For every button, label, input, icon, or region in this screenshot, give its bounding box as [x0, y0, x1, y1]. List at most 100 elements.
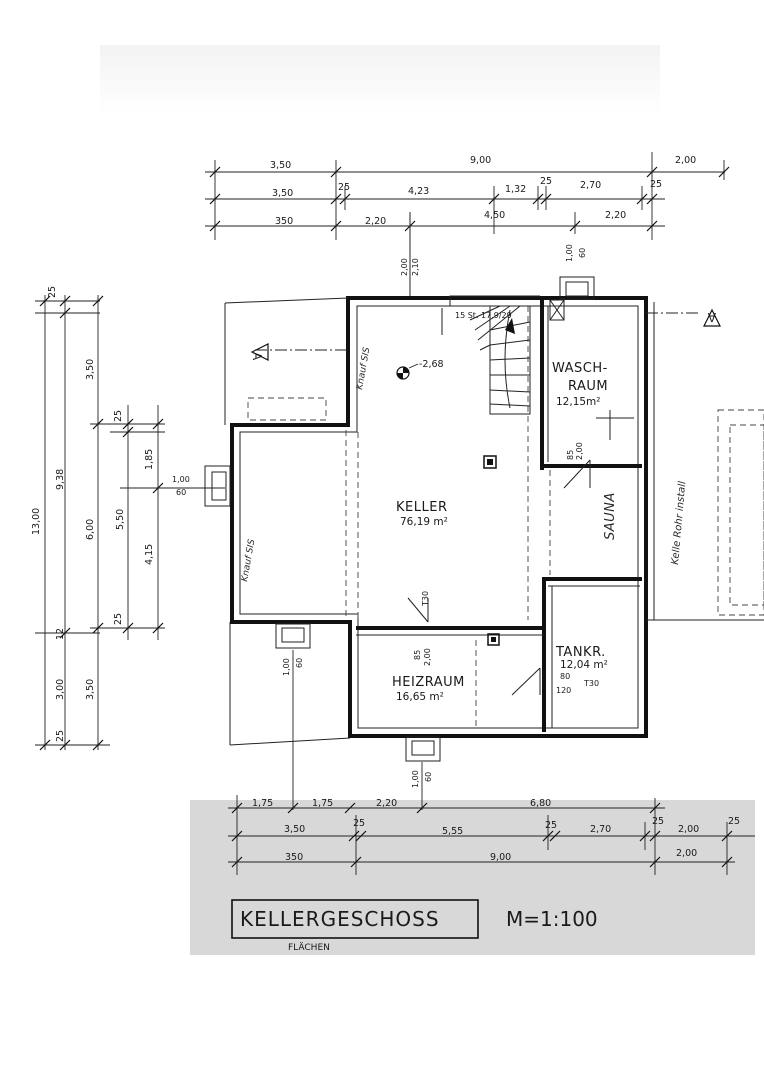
- note-knauf-top: Knauf SIS: [355, 346, 372, 390]
- section-label-right: A: [707, 310, 716, 324]
- dim-left-8: 4,15: [144, 544, 155, 565]
- room-heizraum-area: 16,65 m²: [396, 691, 444, 703]
- window-bl-height: 60: [295, 658, 304, 668]
- dim-left-12: 3,50: [85, 679, 96, 700]
- section-arrow-right-icon: [703, 308, 721, 327]
- window-top-height: 2,10: [411, 258, 420, 276]
- door-b-height: 2,00: [423, 648, 432, 666]
- dim-bottom-r1-0: 1,75: [252, 798, 273, 809]
- drawing-title: KELLERGESCHOSS: [240, 907, 440, 931]
- dim-left-5: 25: [113, 410, 124, 422]
- building-walls: [204, 212, 764, 810]
- room-sauna-name: SAUNA: [603, 492, 618, 540]
- window-bm-height: 60: [424, 772, 433, 782]
- drawing-scale: M=1:100: [506, 907, 598, 931]
- bottom-dimension-chains: 1,75 1,75 2,20 6,80 3,50 25 5,55 25 2,70…: [228, 795, 755, 875]
- dim-top-r3-0: 350: [275, 216, 293, 227]
- door-a-height: 2,00: [575, 442, 584, 460]
- room-labels: KELLER 76,19 m² WASCH- RAUM 12,15m² SAUN…: [392, 361, 618, 703]
- dim-left-13: 25: [55, 730, 66, 742]
- dim-bottom-r2-5: 25: [652, 816, 664, 827]
- room-waschraum-name-2: RAUM: [568, 379, 608, 394]
- stair-arrow-icon: [505, 318, 515, 334]
- dim-top-r2-0: 3,50: [272, 188, 293, 199]
- window-top2-width: 1,00: [565, 244, 574, 262]
- dim-top-r2-6: 25: [650, 179, 662, 190]
- dim-top-r2-4: 25: [540, 176, 552, 187]
- dim-bottom-r2-3: 25: [545, 820, 557, 831]
- room-waschraum-area: 12,15m²: [556, 396, 601, 408]
- left-dimension-chains: 25 3,50 9,38 13,00 6,00 25 1,85 5,50 4,1…: [31, 286, 225, 751]
- dim-top-r3-2: 4,50: [484, 210, 505, 221]
- window-left-height: 60: [176, 488, 186, 497]
- window-wells: [204, 276, 595, 762]
- chimney-icon: [487, 633, 500, 646]
- door-d-width: 80: [560, 672, 570, 681]
- dim-left-7: 5,50: [115, 509, 126, 530]
- room-tankraum-area: 12,04 m²: [560, 659, 608, 671]
- room-waschraum-name-1: WASCH-: [552, 361, 608, 376]
- dim-bottom-r3-2: 2,00: [676, 848, 697, 859]
- dim-bottom-r2-1: 25: [353, 818, 365, 829]
- title-block: KELLERGESCHOSS M=1:100 FLÄCHEN: [231, 899, 598, 953]
- dim-bottom-r1-3: 6,80: [530, 798, 551, 809]
- dim-bottom-r1-1: 1,75: [312, 798, 333, 809]
- floor-drain-icon: [483, 455, 497, 469]
- section-label-left: A: [250, 352, 264, 361]
- dim-left-2: 9,38: [55, 469, 66, 490]
- window-bl-width: 1,00: [282, 658, 291, 676]
- section-arrow-left-icon: [250, 343, 269, 361]
- dim-top-r3-1: 2,20: [365, 216, 386, 227]
- door-a-width: 85: [566, 450, 575, 460]
- staircase: [449, 295, 540, 415]
- section-line: [250, 308, 721, 361]
- note-rohr-install: Kelle Rohr install: [670, 481, 688, 566]
- top-dimension-chains: 3,50 9,00 2,00 3,50 25 4,23 1,32 25 2,70…: [205, 152, 730, 296]
- door-c-rating: T30: [421, 591, 430, 607]
- dim-bottom-r2-0: 3,50: [284, 824, 305, 835]
- dim-bottom-r1-2: 2,20: [376, 798, 397, 809]
- dim-left-9: 12: [55, 628, 66, 640]
- cut-text: FLÄCHEN: [288, 942, 330, 953]
- door-swings: [407, 299, 634, 696]
- floor-drain-center-icon: [487, 459, 493, 465]
- dim-left-11: 3,00: [55, 679, 66, 700]
- window-top-width: 2,00: [400, 258, 409, 276]
- dim-bottom-r2-7: 25: [728, 816, 740, 827]
- dim-top-r1-2: 2,00: [675, 155, 696, 166]
- dim-top-r2-5: 2,70: [580, 180, 601, 191]
- dim-top-r2-1: 25: [338, 182, 350, 193]
- stair-label: 15 St. 17,9/29: [455, 311, 512, 320]
- room-heizraum-name: HEIZRAUM: [392, 675, 465, 690]
- dim-left-3: 13,00: [31, 508, 42, 535]
- room-keller-area: 76,19 m²: [400, 516, 448, 528]
- dim-top-r1-0: 3,50: [270, 160, 291, 171]
- window-left-width: 1,00: [172, 475, 190, 484]
- scan-shading-top: [100, 45, 660, 115]
- room-keller-name: KELLER: [396, 500, 447, 515]
- note-knauf-left: Knauf SIS: [240, 538, 257, 582]
- window-bm-width: 1,00: [411, 770, 420, 788]
- dim-left-6: 1,85: [144, 449, 155, 470]
- window-top2-height: 60: [578, 248, 587, 258]
- door-d-rating: T30: [583, 679, 599, 688]
- dim-bottom-r2-6: 2,00: [678, 824, 699, 835]
- dim-bottom-r3-0: 350: [285, 852, 303, 863]
- dim-left-4: 6,00: [85, 519, 96, 540]
- dim-bottom-r2-4: 2,70: [590, 824, 611, 835]
- room-tankraum-name: TANKR.: [555, 645, 606, 660]
- dim-top-r2-3: 1,32: [505, 184, 526, 195]
- dim-left-0: 25: [47, 286, 58, 298]
- dim-bottom-r2-2: 5,55: [442, 826, 463, 837]
- level-value: -2,68: [419, 359, 444, 370]
- door-b-width: 85: [413, 650, 422, 660]
- dim-top-r1-1: 9,00: [470, 155, 491, 166]
- dim-bottom-r3-1: 9,00: [490, 852, 511, 863]
- door-d-height: 120: [556, 686, 571, 695]
- dim-top-r2-2: 4,23: [408, 186, 429, 197]
- dim-top-r3-3: 2,20: [605, 210, 626, 221]
- dim-left-1: 3,50: [85, 359, 96, 380]
- scan-shading-bottom: [190, 800, 755, 955]
- dim-left-10: 25: [113, 613, 124, 625]
